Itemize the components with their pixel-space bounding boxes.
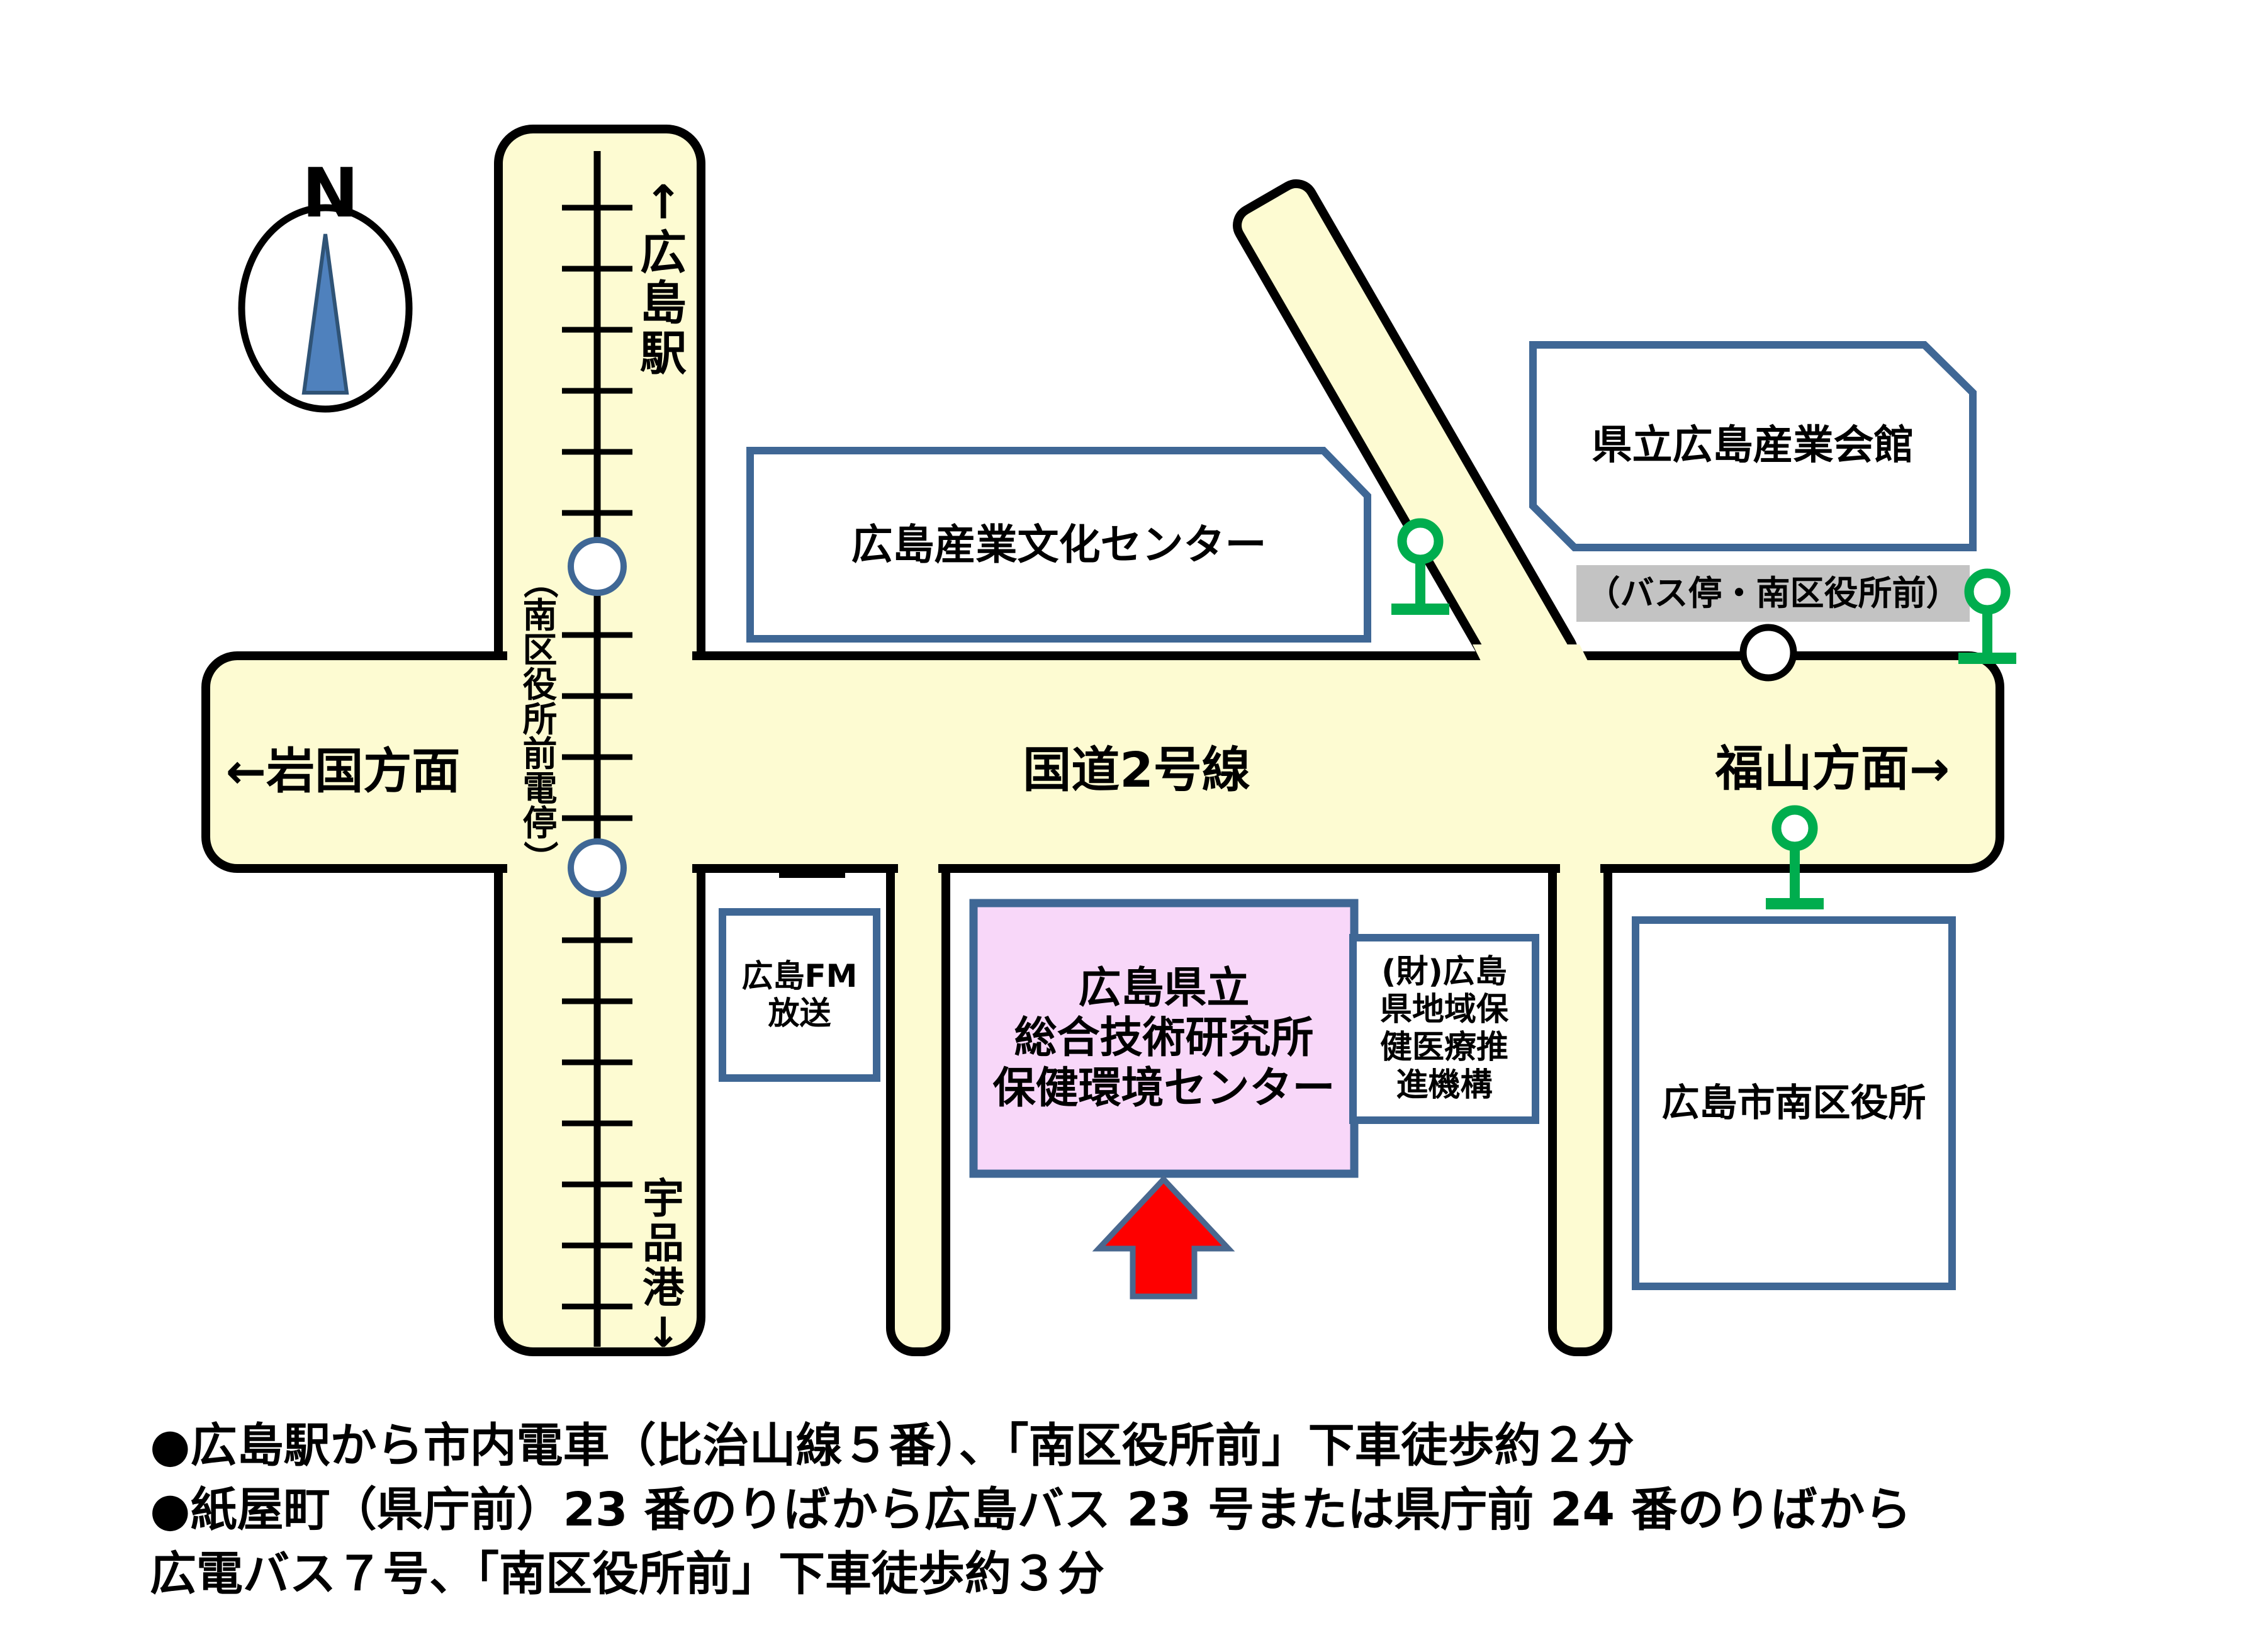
vertical-char: 前 [522, 734, 558, 774]
vertical-char: ↓ [646, 1308, 681, 1357]
vertical-char: 電 [522, 768, 558, 809]
vertical-char: ↑ [643, 176, 683, 230]
vertical-char: 港 [643, 1264, 684, 1312]
zaidan-label: (財)広島 県地域保 健医療推 進機構 [1379, 953, 1508, 1104]
junction-patch-right-street [1560, 855, 1600, 881]
vertical-char: 島 [640, 276, 687, 330]
zaidan-box [1349, 934, 1539, 1124]
intersection-circle [1739, 624, 1797, 682]
sangyo-kaikan-box [1529, 341, 1977, 551]
junction-patch-left-street [898, 855, 938, 881]
minamiku-office-label: 広島市南区役所 [1661, 1081, 1926, 1125]
access-note-line1: ●広島駅から市内電車（比治山線５番）、「南区役所前」下車徒歩約２分 [150, 1419, 1634, 1473]
destination-arrow [1092, 1175, 1235, 1300]
vertical-char: 南 [522, 595, 558, 636]
vertical-char: 品 [643, 1219, 684, 1267]
vertical-char: 役 [522, 665, 558, 705]
bus-stop-icon-1 [1391, 518, 1449, 615]
vertical-char: 区 [522, 630, 558, 670]
vertical-char: 駅 [640, 327, 687, 381]
vertical-char: 広 [640, 226, 687, 280]
sangyo-kaikan-label: 県立広島産業会館 [1591, 422, 1914, 469]
tram-to-port-label: 宇品港↓ [638, 1178, 688, 1354]
vertical-char: （ [520, 563, 561, 599]
bunka-center-label: 広島産業文化センター [851, 520, 1267, 569]
bus-stop-label-bg [1576, 565, 1970, 622]
iwakuni-direction-label: ←岩国方面 [225, 743, 461, 800]
tram-stop-name-label: （南区役所前電停） [516, 564, 564, 875]
hoken-center-box [969, 899, 1359, 1178]
route2-label: 国道2号線 [1023, 742, 1250, 799]
tram-to-station-label: ↑広島駅 [632, 179, 695, 377]
bus-stop-icon-3 [1766, 805, 1824, 909]
bus-stop-icon-2 [1958, 568, 2016, 664]
fm-hoso-label: 広島FM 放送 [741, 958, 858, 1031]
bus-stop-name-label: （バス停・南区役所前） [1586, 573, 1960, 614]
compass [238, 204, 413, 413]
vertical-char: ） [520, 840, 561, 876]
access-notes: ●広島駅から市内電車（比治山線５番）、「南区役所前」下車徒歩約２分 ●紙屋町（県… [150, 1413, 2214, 1606]
route2-street [201, 651, 2004, 873]
tram-stop-circle-north [568, 537, 627, 596]
bunka-center-box [746, 447, 1371, 643]
fm-hoso-box [719, 908, 880, 1082]
access-note-line2: ●紙屋町（県庁前）23 番のりばから広島バス 23 号または県庁前 24 番のり… [150, 1483, 1912, 1537]
vertical-char: 停 [522, 803, 558, 843]
hoken-center-label: 広島県立 総合技術研究所 保健環境センター [992, 963, 1335, 1113]
compass-needle-icon [301, 233, 349, 395]
fukuyama-direction-label: 福山方面→ [1715, 741, 1950, 797]
tram-stop-circle-south [568, 838, 627, 897]
compass-n-label: N [301, 154, 359, 233]
tram-ties [562, 205, 632, 1310]
vertical-char: 所 [522, 699, 558, 739]
vertical-char: 宇 [643, 1174, 684, 1223]
minamiku-office-box [1632, 916, 1956, 1290]
access-note-line3: 広電バス７号、「南区役所前」下車徒歩約３分 [150, 1547, 1104, 1602]
curb-notch [779, 870, 845, 878]
junction-patch-diagonal [1473, 644, 1592, 670]
